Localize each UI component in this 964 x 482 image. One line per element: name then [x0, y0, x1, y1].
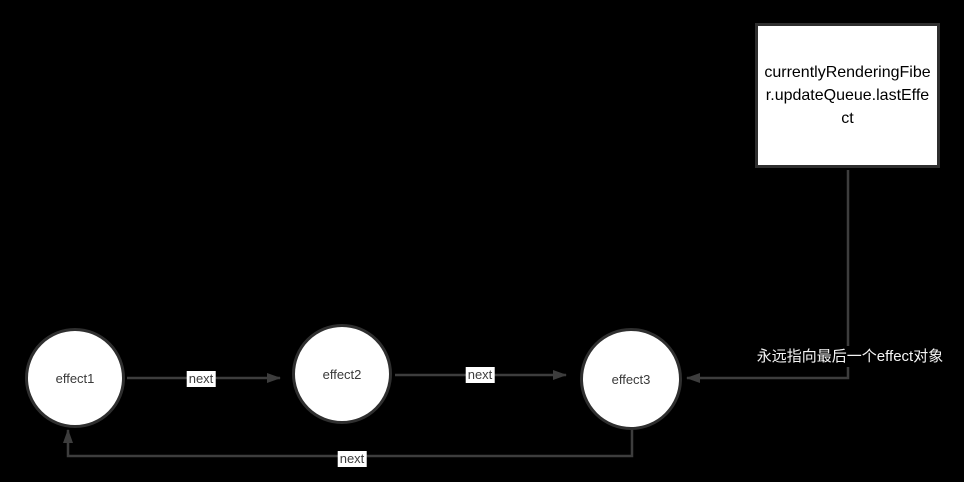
node-effect3-label: effect3: [611, 371, 651, 387]
node-effect2: effect2: [292, 324, 392, 424]
last-effect-box: currentlyRenderingFiber.updateQueue.last…: [755, 23, 940, 168]
edge-label-next-2: next: [465, 367, 495, 383]
node-effect3: effect3: [580, 328, 682, 430]
edge-label-next-1: next: [186, 371, 216, 387]
node-effect1: effect1: [25, 328, 125, 428]
node-effect1-label: effect1: [55, 370, 95, 386]
edge-label-next-3: next: [337, 451, 367, 467]
node-effect2-label: effect2: [322, 366, 362, 382]
annotation-text: 永远指向最后一个effect对象: [753, 346, 947, 367]
last-effect-box-label: currentlyRenderingFiber.updateQueue.last…: [764, 64, 931, 127]
arrow-box-to-effect3: [686, 170, 850, 383]
